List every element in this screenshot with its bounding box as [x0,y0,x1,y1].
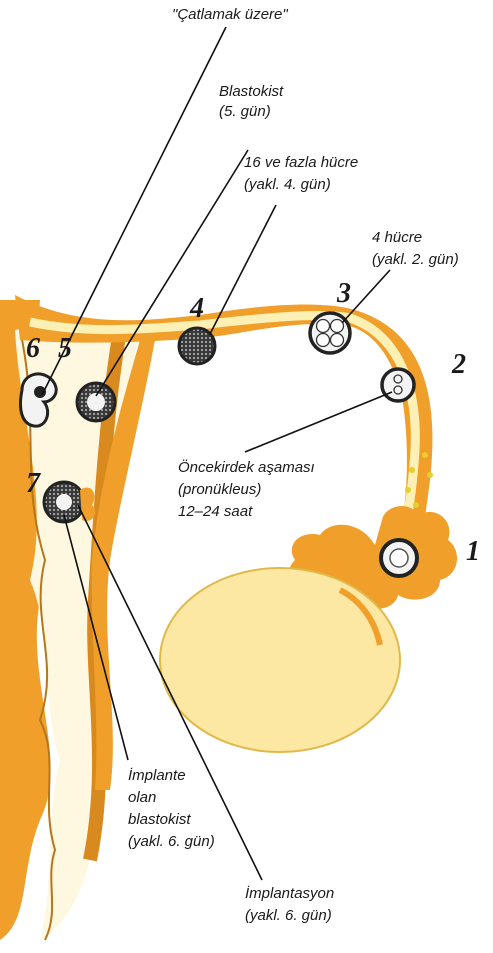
ovary [160,568,400,752]
morula-label-line1: 16 ve fazla hücre [244,154,358,171]
stage-number-6: 6 [26,333,40,364]
blastocyst-label-line2: (5. gün) [219,103,271,120]
stage-number-5: 5 [58,333,72,364]
implanted-label-line3: blastokist [128,811,191,828]
implanted-label-line4: (yakl. 6. gün) [128,833,215,850]
four-cell-label-line1: 4 hücre [372,229,422,246]
stage-number-7: 7 [26,468,41,499]
stage-number-1: 1 [466,536,480,567]
stage-number-2: 2 [451,349,466,380]
implanted-label-line1: İmplante [128,767,186,784]
embryo-stage-1 [381,540,417,576]
embryo-stage-3 [310,313,350,353]
embryo-stage-7 [44,482,95,522]
pronucleus-label-line3: 12–24 saat [178,503,253,520]
hatching-label: "Çatlamak üzere" [172,6,288,23]
four-cell-label-line2: (yakl. 2. gün) [372,251,459,268]
morula-label-line2: (yakl. 4. gün) [244,176,331,193]
implantation-label-line2: (yakl. 6. gün) [245,907,332,924]
pronucleus-label-line1: Öncekirdek aşaması [178,458,315,476]
pronucleus-label-line2: (pronükleus) [178,481,261,498]
embryo-stage-5 [77,383,115,421]
stage-number-3: 3 [336,278,351,309]
stage-number-4: 4 [189,293,204,324]
blastocyst-label-line1: Blastokist [219,83,284,100]
implantation-label-line1: İmplantasyon [245,885,334,902]
implanted-label-line2: olan [128,789,156,806]
embryo-stage-2 [382,369,414,401]
